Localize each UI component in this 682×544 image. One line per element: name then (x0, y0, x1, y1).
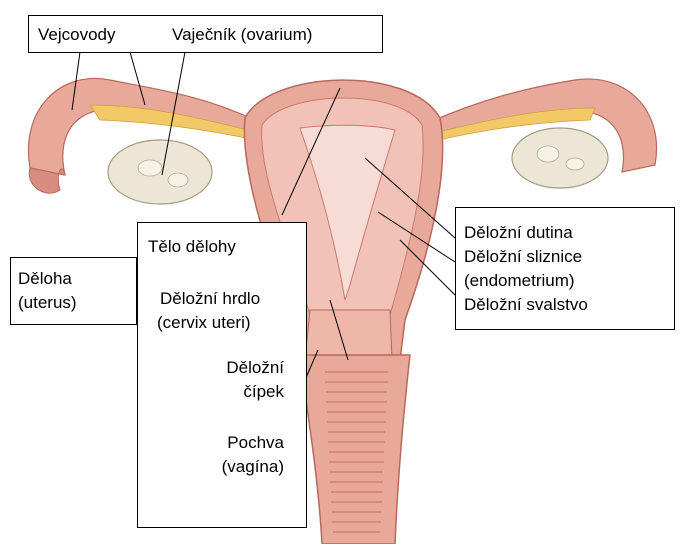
label-delozni-cipek-2: čípek (150, 381, 284, 402)
label-vejcovody: Vejcovody (38, 24, 116, 45)
left-ovary-follicle (138, 160, 162, 176)
label-delozni-hrdlo: Děložní hrdlo (160, 288, 260, 309)
left-fimbriae (29, 168, 65, 193)
vagina (300, 355, 410, 544)
left-ovary-follicle (168, 173, 188, 187)
label-delozni-cipek-1: Děložní (150, 357, 284, 378)
label-pochva: Pochva (150, 432, 284, 453)
label-endometrium: (endometrium) (464, 270, 575, 291)
label-telo-dulohy: Tělo dělohy (148, 236, 236, 257)
label-delozni-dutina: Děložní dutina (464, 222, 573, 243)
cervix (305, 310, 392, 360)
right-ovary-follicle (537, 146, 559, 162)
right-ovary (512, 128, 608, 188)
label-deloha: Děloha (18, 268, 72, 289)
label-vagina: (vagína) (150, 456, 284, 477)
right-ovary-follicle (566, 158, 584, 170)
label-delozni-svalstvo: Děložní svalstvo (464, 294, 588, 315)
label-uterus: (uterus) (18, 292, 77, 313)
label-vajecnik: Vaječník (ovarium) (172, 24, 312, 45)
label-cervix: (cervix uteri) (157, 312, 251, 333)
label-delozni-sliznice: Děložní sliznice (464, 246, 582, 267)
